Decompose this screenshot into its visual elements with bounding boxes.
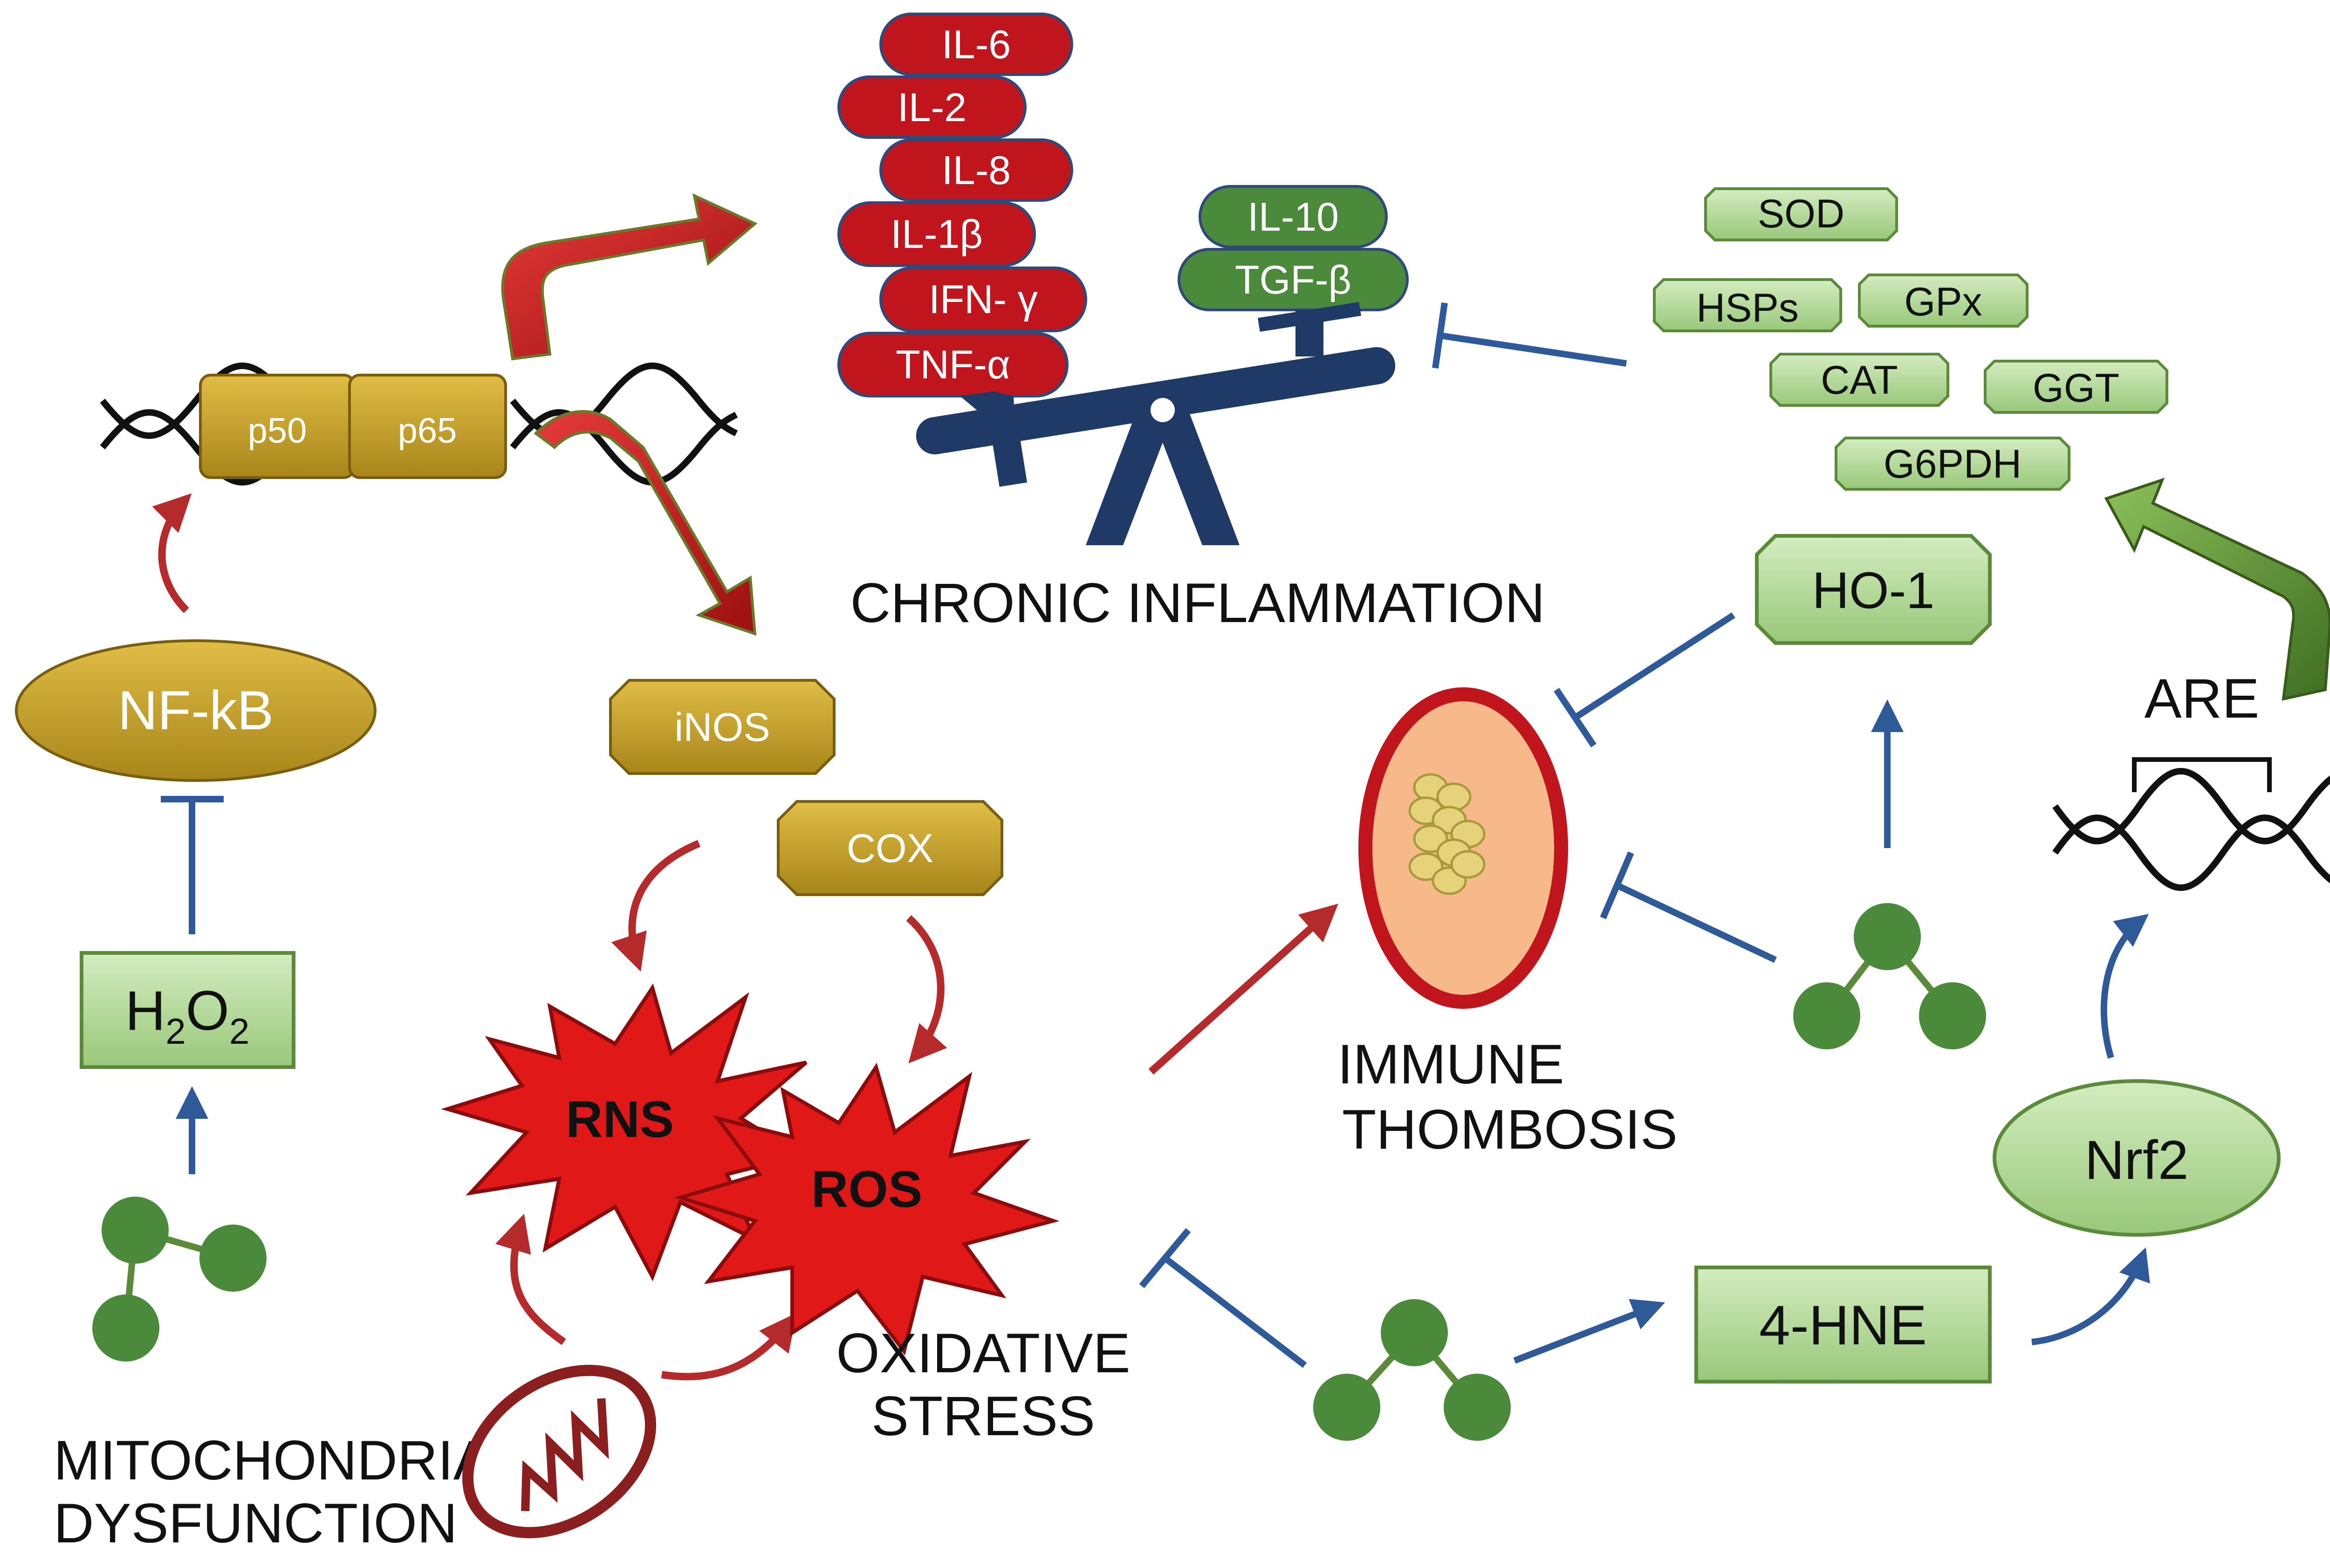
enzyme-hsps-label: HSPs xyxy=(1696,286,1799,330)
h2o2-h: H xyxy=(125,979,166,1042)
cytokine-il10: IL-10 xyxy=(1199,185,1388,248)
enzyme-sod-label: SOD xyxy=(1758,192,1844,236)
green-arrow-are-to-enzymes xyxy=(2104,478,2330,701)
inos-label: iNOS xyxy=(674,705,770,750)
cytokine-il6: IL-6 xyxy=(879,13,1073,76)
enzyme-cat-label: CAT xyxy=(1821,358,1898,403)
h2o2-box: H2O2 xyxy=(80,951,295,1069)
h2o2-sub2: 2 xyxy=(229,1011,249,1052)
cytokine-tnfa-label: TNF-α xyxy=(896,342,1010,387)
h2o2-sub1: 2 xyxy=(165,1011,185,1052)
chronic-inflammation-label: CHRONIC INFLAMMATION xyxy=(850,572,1545,634)
p50-label: p50 xyxy=(248,411,307,451)
molecule-icon-bottom xyxy=(1313,1299,1511,1441)
enzyme-gpx-label: GPx xyxy=(1904,280,1982,324)
ho1-box: HO-1 xyxy=(1755,534,1992,645)
mito-label-line2: DYSFUNCTION xyxy=(54,1492,458,1554)
activation-mito-to-rns xyxy=(495,1213,566,1345)
inhibition-h2o2-to-nfkb xyxy=(161,796,224,934)
activation-4hne-to-nrf2 xyxy=(2031,1247,2150,1345)
cytokine-il2: IL-2 xyxy=(837,75,1027,139)
p50-box: p50 xyxy=(199,374,356,479)
inhibition-molecule-to-ros xyxy=(1139,1228,1307,1368)
activation-arrow-nfkb-to-dna xyxy=(152,493,192,613)
nfkb-label: NF-kB xyxy=(118,680,274,741)
ho1-label: HO-1 xyxy=(1812,562,1935,619)
enzyme-g6pdh-label: G6PDH xyxy=(1884,442,2022,486)
immune-label-line2: THOMBOSIS xyxy=(1342,1098,1678,1161)
are-bracket xyxy=(2132,757,2272,792)
cytokine-tnfa: TNF-α xyxy=(837,332,1069,397)
cytokine-stack-pro: IL-6 IL-2 IL-8 IL-1β IFN- γ TNF-α xyxy=(837,13,1087,397)
enzyme-gpx: GPx xyxy=(1858,274,2028,328)
enzyme-sod: SOD xyxy=(1704,187,1898,241)
h2o2-o: O xyxy=(186,979,229,1042)
nfkb-node: NF-kB xyxy=(15,639,377,782)
p65-label: p65 xyxy=(398,411,457,451)
immune-thrombosis-cell xyxy=(1358,687,1568,1009)
seesaw-icon xyxy=(916,301,1396,545)
red-arrow-dna-to-cytokines xyxy=(501,193,758,361)
inhibition-molecule-to-thrombosis xyxy=(1600,851,1777,963)
cytokine-il6-label: IL-6 xyxy=(942,22,1011,67)
are-label: ARE xyxy=(2145,667,2260,730)
nrf2-label: Nrf2 xyxy=(2085,1130,2189,1191)
enzyme-hsps: HSPs xyxy=(1653,278,1842,332)
oxidative-label-line2: STRESS xyxy=(871,1385,1095,1447)
activation-cox-to-ros xyxy=(906,915,947,1063)
hne-box: 4-HNE xyxy=(1694,1266,1992,1383)
cytokine-tgfb: TGF-β xyxy=(1178,248,1409,311)
molecule-icon-left xyxy=(92,1197,267,1362)
activation-inos-to-rns xyxy=(611,840,701,972)
cytokine-il10-label: IL-10 xyxy=(1247,195,1339,240)
mito-label-line1: MITOCHONDRIA xyxy=(54,1429,491,1492)
hne-label: 4-HNE xyxy=(1759,1294,1927,1356)
enzyme-ggt-label: GGT xyxy=(2033,366,2119,411)
cytokine-il8: IL-8 xyxy=(879,138,1073,202)
dna-helix-right xyxy=(2052,768,2330,891)
nrf2-node: Nrf2 xyxy=(1993,1079,2281,1237)
cytokine-il8-label: IL-8 xyxy=(942,148,1011,193)
enzyme-boxes: SOD HSPs GPx CAT GGT G6PDH xyxy=(1653,187,2168,491)
cox-box: COX xyxy=(777,800,1003,896)
activation-mito-to-ros xyxy=(661,1313,797,1381)
red-arrow-dna-to-inos xyxy=(534,410,757,636)
enzyme-ggt: GGT xyxy=(1984,360,2168,414)
cytokine-ifng: IFN- γ xyxy=(879,267,1087,332)
cytokine-il1b: IL-1β xyxy=(837,201,1036,267)
activation-molecule-to-4hne xyxy=(1513,1299,1665,1364)
inhibition-ho1-to-thrombosis xyxy=(1554,612,1735,747)
ros-label: ROS xyxy=(811,1161,922,1218)
activation-ros-to-thrombosis xyxy=(1148,904,1338,1075)
oxidative-label-line1: OXIDATIVE xyxy=(836,1322,1130,1384)
cytokine-il1b-label: IL-1β xyxy=(891,212,983,257)
inhibition-enzymes-to-inflammation xyxy=(1432,302,1627,369)
cytokine-stack-anti: IL-10 TGF-β xyxy=(1178,185,1409,311)
inos-box: iNOS xyxy=(609,679,836,775)
cox-label: COX xyxy=(847,826,933,871)
molecule-icon-right xyxy=(1793,903,1986,1049)
activation-nrf2-to-are xyxy=(2100,914,2149,1059)
immune-label-line1: IMMUNE xyxy=(1337,1033,1564,1096)
cytokine-ifng-label: IFN- γ xyxy=(929,277,1038,322)
p65-box: p65 xyxy=(348,374,507,479)
enzyme-cat: CAT xyxy=(1769,353,1949,407)
ros-burst: ROS xyxy=(674,1062,1060,1356)
rns-label: RNS xyxy=(566,1091,674,1148)
h2o2-label: H2O2 xyxy=(125,979,250,1052)
enzyme-g6pdh: G6PDH xyxy=(1835,437,2070,491)
cytokine-tgfb-label: TGF-β xyxy=(1235,258,1351,302)
mitochondria-icon xyxy=(462,1364,657,1539)
cytokine-il2-label: IL-2 xyxy=(898,85,966,130)
